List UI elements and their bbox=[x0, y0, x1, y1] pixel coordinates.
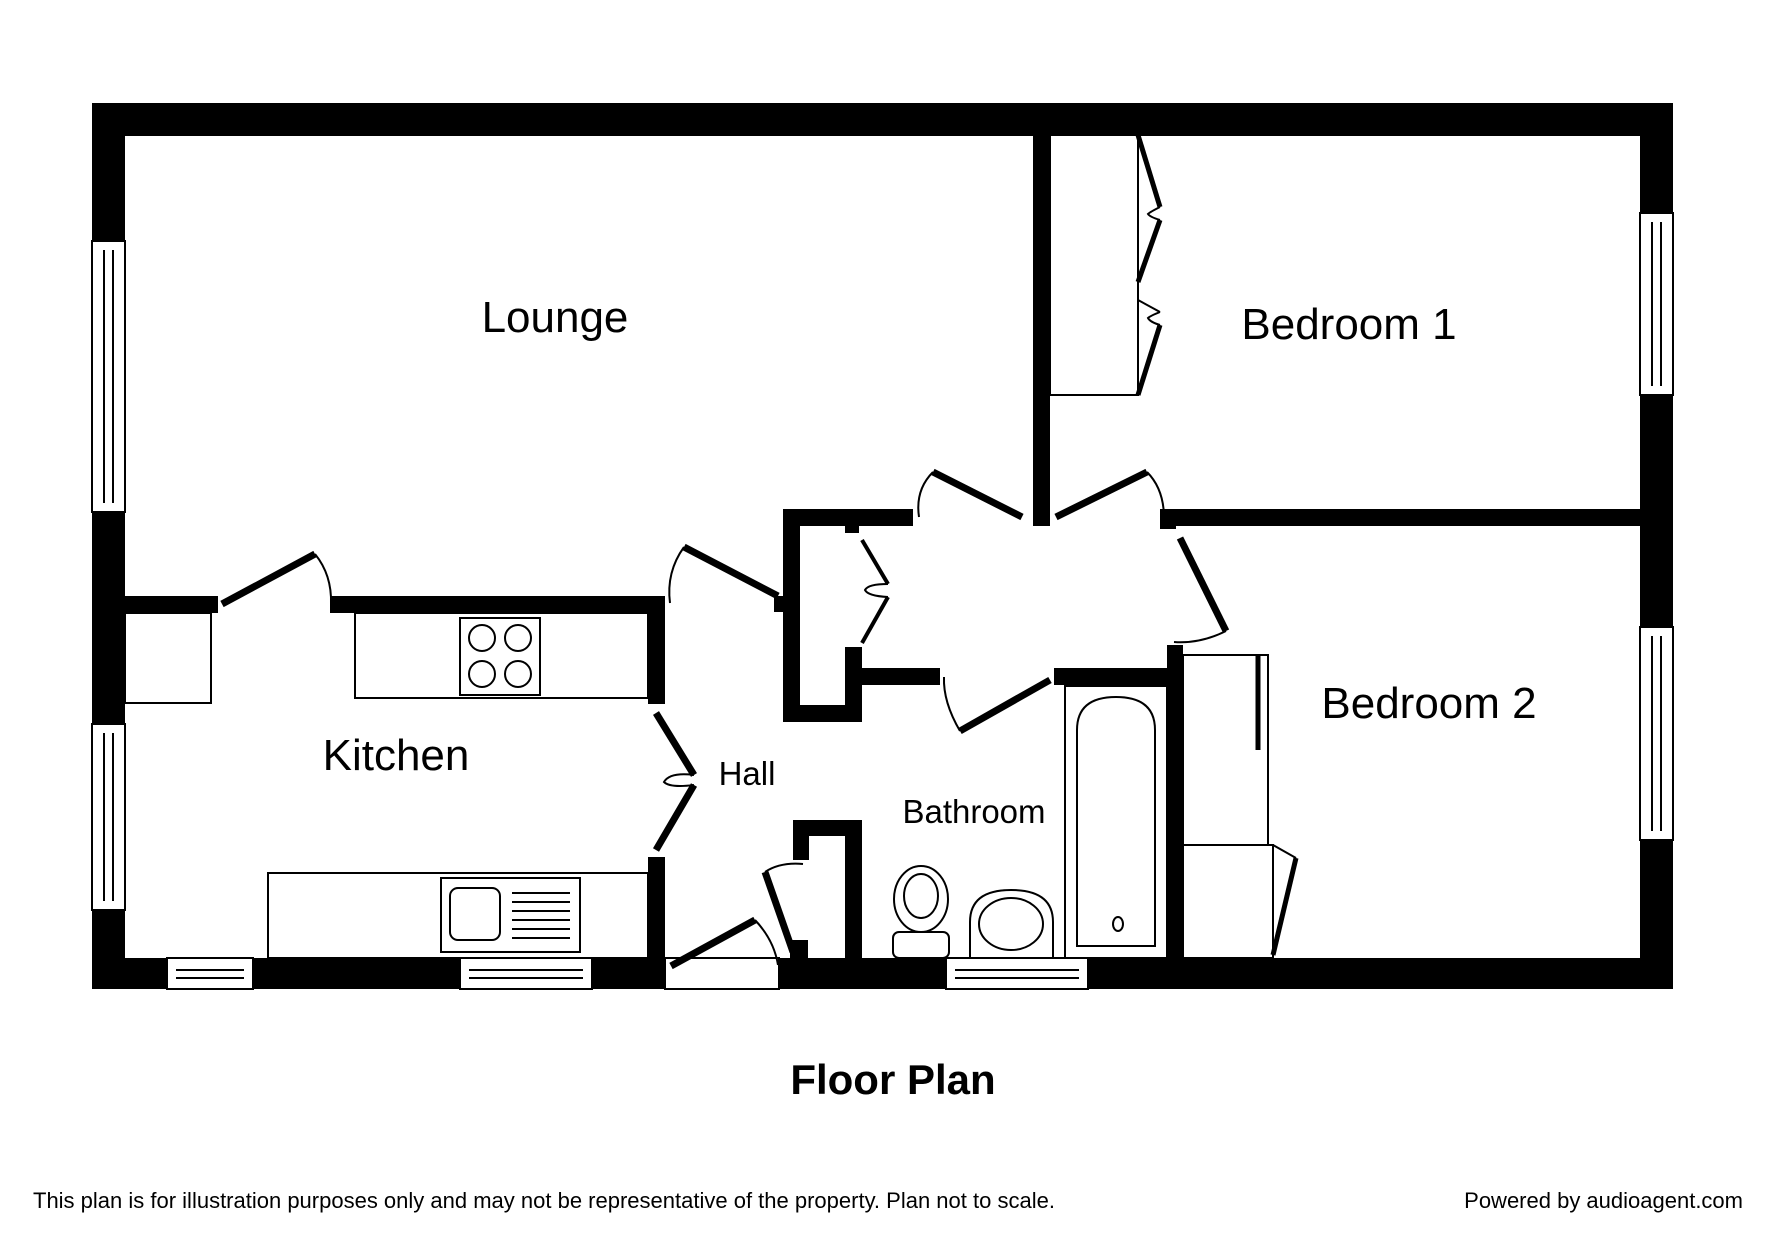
wardrobe-bedroom2-upper bbox=[1182, 654, 1269, 846]
wall-right-upper bbox=[1640, 103, 1673, 213]
disclaimer-text: This plan is for illustration purposes o… bbox=[33, 1188, 1055, 1213]
window-bedroom2 bbox=[1639, 626, 1674, 841]
wall-bath-bedroom2 bbox=[1167, 645, 1183, 958]
kitchen-sink bbox=[440, 877, 581, 953]
door-bathroom bbox=[942, 676, 1052, 735]
bathtub bbox=[1064, 685, 1168, 959]
room-label-hall: Hall bbox=[719, 755, 776, 792]
door-kitchen-lounge bbox=[220, 550, 333, 608]
wall-lounge-kitchen-a bbox=[125, 596, 218, 613]
wardrobe-bedroom1 bbox=[1049, 134, 1139, 396]
wall-cupboard-bath bbox=[845, 668, 940, 685]
wall-bottom-2 bbox=[253, 958, 460, 989]
wall-cupboard-left bbox=[783, 509, 800, 722]
wall-meter-stub-side bbox=[793, 820, 809, 860]
wall-hall-bath-lower bbox=[845, 820, 862, 958]
door-hall-lounge bbox=[668, 543, 780, 604]
door-kitchen-hall-double bbox=[652, 711, 698, 852]
door-hall-lounge-inner bbox=[917, 468, 1024, 521]
window-bedroom1 bbox=[1639, 212, 1674, 396]
wash-basin bbox=[969, 888, 1054, 959]
interior-walls bbox=[125, 135, 1640, 958]
kitchen-worktop-bottom bbox=[267, 872, 649, 959]
front-door-threshold bbox=[664, 957, 780, 990]
room-label-kitchen: Kitchen bbox=[323, 731, 470, 780]
wall-kitchen-hall-upper bbox=[648, 596, 665, 704]
door-meter-cupboard bbox=[761, 862, 804, 954]
room-label-lounge: Lounge bbox=[482, 293, 629, 342]
window-bathroom bbox=[945, 957, 1089, 990]
wall-right-middle bbox=[1640, 395, 1673, 627]
wall-bottom-3 bbox=[592, 958, 665, 989]
door-hall-bedroom1 bbox=[1054, 468, 1166, 523]
door-hall-cupboard-double bbox=[860, 538, 890, 644]
hob bbox=[459, 617, 541, 696]
window-kitchen-small bbox=[166, 957, 254, 990]
window-kitchen-front bbox=[459, 957, 593, 990]
windows bbox=[91, 212, 1674, 990]
wall-bottom-5 bbox=[1088, 958, 1673, 989]
window-lounge bbox=[91, 240, 126, 513]
wardrobe-doors-bedroom2 bbox=[1270, 844, 1299, 956]
wall-hall-stub-left bbox=[845, 509, 859, 533]
door-hall-bedroom2 bbox=[1173, 536, 1230, 644]
wall-lounge-kitchen-b bbox=[330, 596, 665, 613]
door-front-entrance bbox=[669, 916, 779, 970]
wall-hall-door-stub bbox=[790, 940, 808, 958]
wall-bath-top bbox=[1054, 668, 1171, 685]
wardrobe-bedroom2-lower bbox=[1182, 844, 1274, 959]
wall-top bbox=[92, 103, 1673, 136]
powered-by-text: Powered by audioagent.com bbox=[1464, 1188, 1743, 1213]
wall-lounge-bedroom1 bbox=[1033, 135, 1050, 526]
wardrobe-doors-bedroom1 bbox=[1135, 134, 1163, 396]
exterior-walls bbox=[92, 103, 1673, 989]
wall-bottom-1 bbox=[92, 958, 167, 989]
wall-hall-lounge-stub bbox=[774, 596, 784, 612]
wall-kitchen-hall-lower bbox=[648, 857, 665, 958]
room-label-bathroom: Bathroom bbox=[902, 793, 1045, 830]
room-label-bedroom1: Bedroom 1 bbox=[1241, 300, 1456, 349]
wall-cupboard-bottom bbox=[783, 705, 848, 722]
kitchen-cupboard bbox=[124, 612, 212, 704]
fixtures bbox=[124, 134, 1274, 959]
wall-left-middle bbox=[92, 512, 125, 724]
wall-stub-bedroom2 bbox=[1160, 509, 1176, 529]
wall-bottom-4 bbox=[779, 958, 946, 989]
wall-left-upper bbox=[92, 103, 125, 241]
wall-meter-stub-top bbox=[793, 820, 862, 836]
kitchen-worktop-top bbox=[354, 612, 649, 699]
plan-title: Floor Plan bbox=[790, 1056, 995, 1103]
wall-bedroom1-bedroom2 bbox=[1167, 509, 1640, 526]
room-label-bedroom2: Bedroom 2 bbox=[1321, 679, 1536, 728]
doors bbox=[220, 134, 1299, 970]
toilet bbox=[892, 865, 950, 959]
window-kitchen-side bbox=[91, 723, 126, 911]
